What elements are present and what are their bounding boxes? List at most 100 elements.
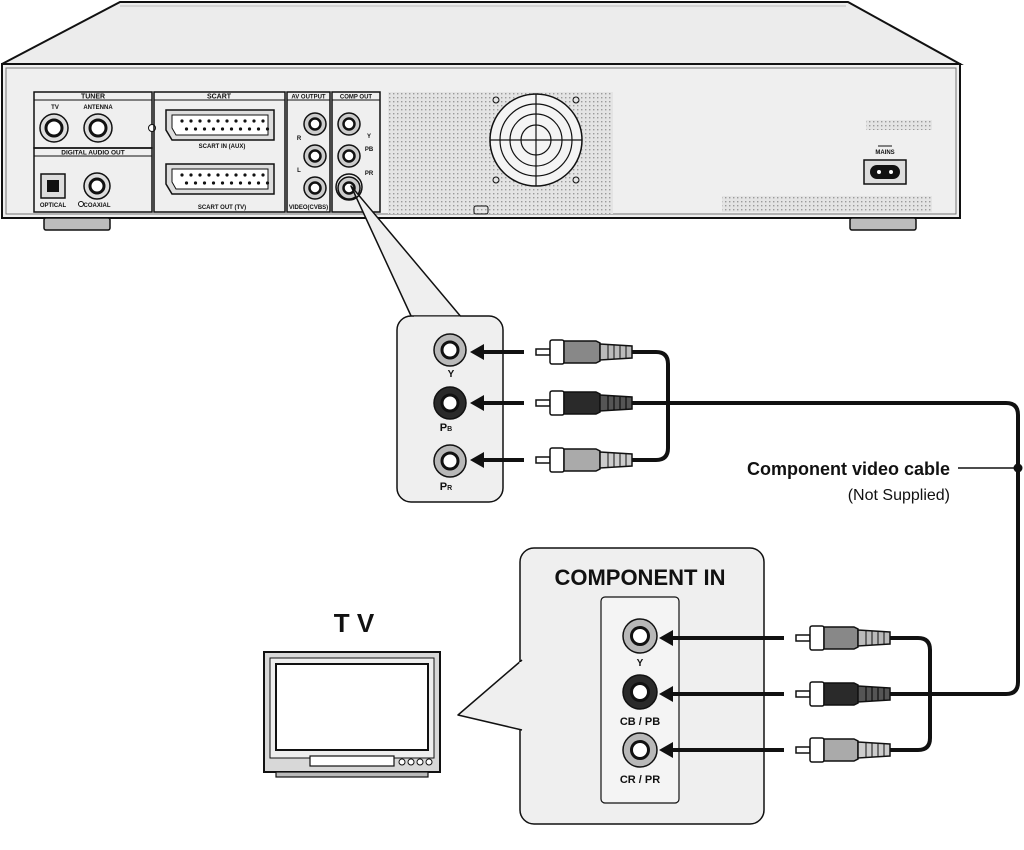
antenna-rf-jack [83, 113, 113, 143]
tv-cr-pr-jack [622, 732, 658, 768]
component-in-callout: COMPONENT IN Y CB / PB CR / PR [457, 547, 765, 825]
scart-pin [198, 173, 202, 177]
scart-pin [216, 173, 220, 177]
video-cvbs-label: VIDEO(CVBS) [289, 205, 328, 211]
tuner-tv-label: TV [51, 105, 59, 111]
scart-pin [220, 127, 225, 131]
scart-out-connector [165, 163, 275, 195]
scart-pin [261, 119, 265, 123]
tv-y-jack [622, 618, 658, 654]
mains-label: MAINS [875, 150, 894, 156]
coaxial-label: COAXIAL [84, 203, 111, 209]
zoom-pr-label: PR [440, 481, 452, 493]
scart-pin [180, 119, 184, 123]
digital-audio-panel: DIGITAL AUDIO OUT OPTICAL COAXIAL [33, 147, 153, 213]
tv-cb-pb-label: CB / PB [620, 716, 660, 728]
tv-cb-pb-jack [622, 674, 658, 710]
scart-pin [220, 181, 225, 185]
zoom-y-jack [433, 333, 467, 367]
scart-panel: SCART SCART IN (AUX) SCART OUT (TV) [153, 91, 286, 213]
cable-label: Component video cable [747, 459, 950, 479]
scart-out-label: SCART OUT (TV) [198, 205, 246, 211]
scart-pin [184, 127, 189, 131]
source-plug-y [535, 339, 633, 365]
scart-pin [211, 181, 216, 185]
scart-pin [265, 127, 270, 131]
comp-y-label: Y [367, 134, 371, 140]
recorder-unit: TUNER TV ANTENNA DIGITAL AUDIO OUT [1, 0, 964, 231]
scart-pin [247, 181, 252, 185]
scart-pin [252, 173, 256, 177]
av-r-jack [303, 112, 327, 136]
tv-label: T V [334, 608, 375, 638]
scart-pin [189, 119, 193, 123]
tv-arrows [659, 630, 784, 758]
scart-pin [265, 181, 270, 185]
tuner-panel: TUNER TV ANTENNA [33, 91, 153, 149]
coaxial-jack [83, 172, 111, 200]
vent-grille-top-right [866, 120, 932, 130]
av-output-panel: AV OUTPUT R L VIDEO(CVBS) [286, 91, 331, 213]
foot-right [849, 217, 917, 231]
tv-screen [275, 663, 429, 751]
video-cvbs-jack [303, 176, 327, 200]
optical-label: OPTICAL [40, 203, 67, 209]
tv-set: T V [263, 608, 441, 778]
zoom-pb-jack [433, 386, 467, 420]
scart-pin [247, 127, 252, 131]
scart-pin [238, 127, 243, 131]
scart-pin [225, 173, 229, 177]
vent-grille-right [722, 196, 932, 212]
scart-pin [238, 181, 243, 185]
scart-in-label: SCART IN (AUX) [199, 144, 246, 150]
scart-pin [184, 181, 189, 185]
scart-in-connector [165, 109, 275, 141]
source-plug-pr [535, 447, 633, 473]
scart-pin [216, 119, 220, 123]
fan-icon [489, 93, 583, 187]
av-l-label: L [297, 168, 301, 174]
scart-pin [198, 119, 202, 123]
scart-pin [193, 181, 198, 185]
scart-pin [211, 127, 216, 131]
zoom-pb-label: PB [440, 422, 452, 434]
scart-pin [234, 119, 238, 123]
scart-pin [256, 181, 261, 185]
scart-pin [234, 173, 238, 177]
av-output-label: AV OUTPUT [291, 95, 326, 101]
source-zoom-callout: Y PB PR [335, 173, 504, 503]
comp-pb-label: PB [365, 147, 374, 153]
cable-note: (Not Supplied) [848, 487, 950, 504]
scart-pin [243, 173, 247, 177]
zoom-y-label: Y [448, 369, 455, 380]
comp-y-jack [337, 112, 361, 136]
component-cable [535, 339, 1023, 763]
scart-pin [189, 173, 193, 177]
scart-pin [252, 119, 256, 123]
scart-pin [225, 119, 229, 123]
tv-rf-jack [39, 113, 69, 143]
mains-socket: MAINS [863, 145, 907, 185]
recorder-top [1, 0, 964, 65]
digital-audio-out-label: DIGITAL AUDIO OUT [61, 150, 124, 157]
scart-pin [256, 127, 261, 131]
av-l-jack [303, 144, 327, 168]
scart-pin [207, 173, 211, 177]
scart-pin [207, 119, 211, 123]
component-in-title: COMPONENT IN [554, 565, 725, 590]
optical-jack [40, 173, 66, 199]
scart-pin [202, 127, 207, 131]
tv-y-label: Y [637, 658, 644, 669]
comp-pb-jack [337, 144, 361, 168]
comp-out-panel: COMP OUT Y PB PR [331, 91, 381, 213]
tv-plug-y [795, 625, 891, 651]
foot-left [43, 217, 111, 231]
tv-plug-pr [795, 737, 891, 763]
scart-pin [229, 127, 234, 131]
scart-pin [202, 181, 207, 185]
tuner-label: TUNER [81, 94, 105, 101]
tuner-antenna-label: ANTENNA [83, 105, 113, 111]
comp-pr-label: PR [365, 171, 374, 177]
tv-plug-pb [795, 681, 891, 707]
